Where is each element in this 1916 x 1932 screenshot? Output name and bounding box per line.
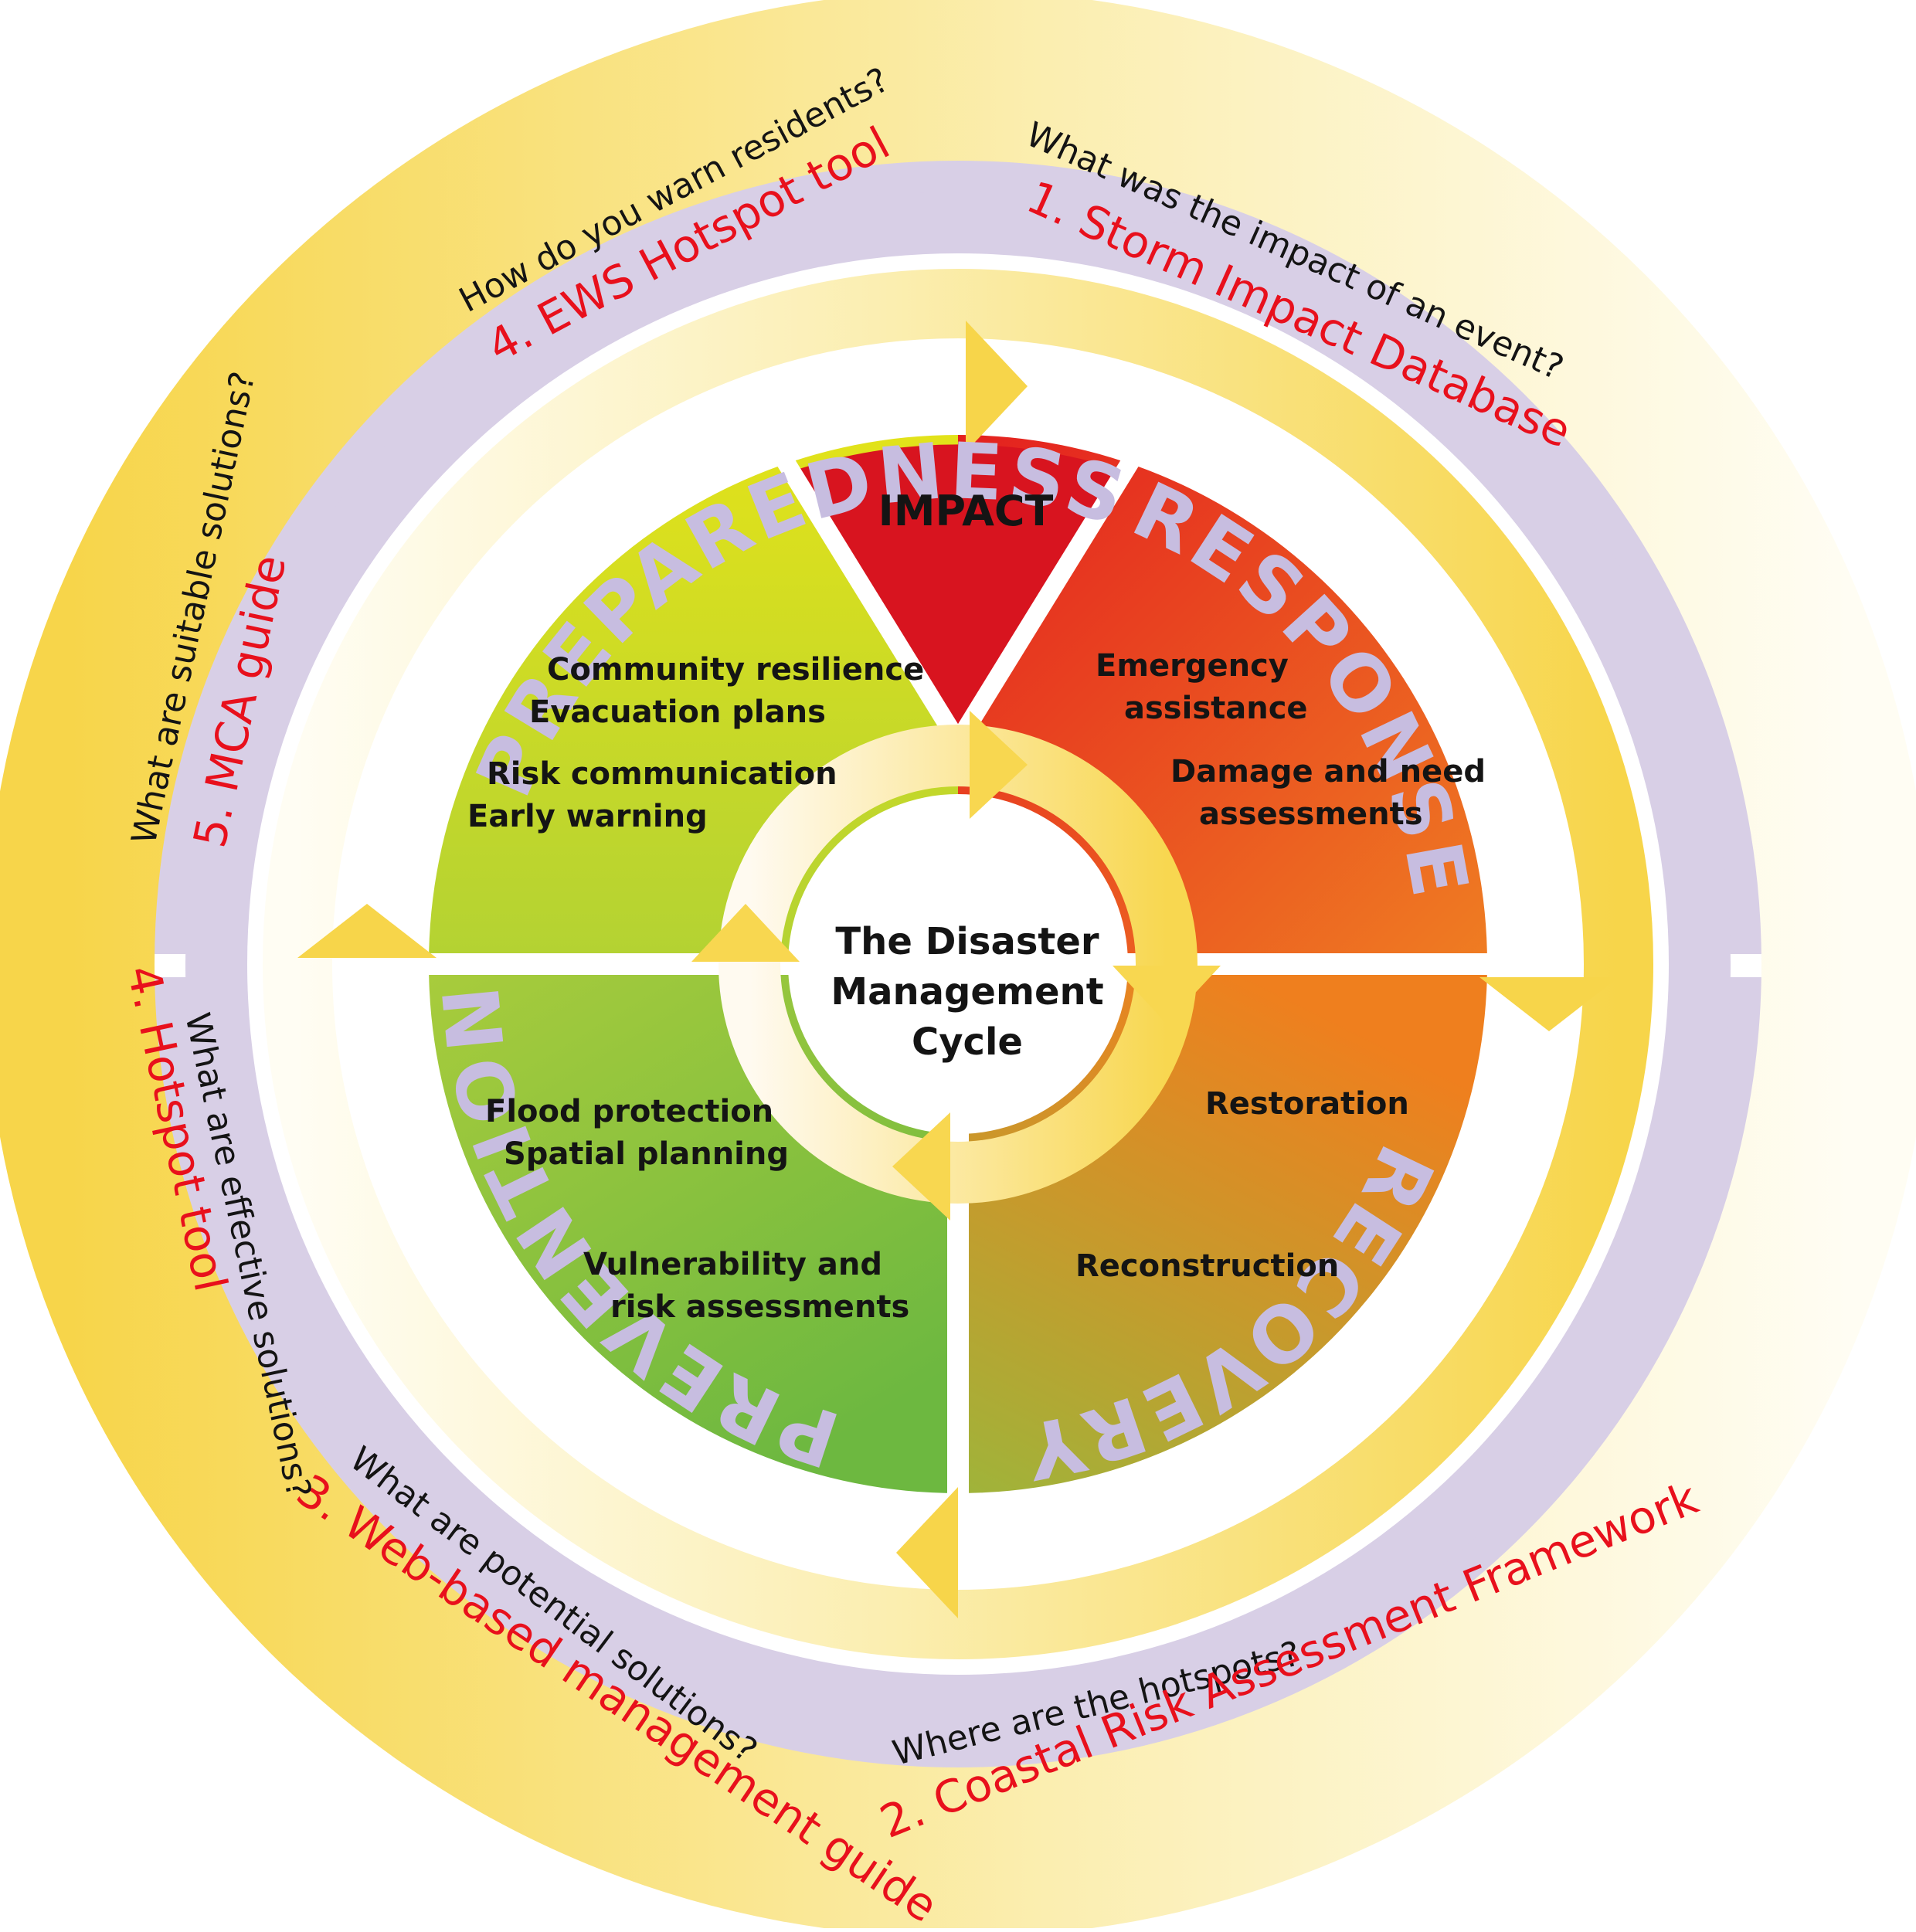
activity-damage-need: Damage and need <box>1170 754 1486 789</box>
activity-assistance: assistance <box>1124 691 1308 726</box>
impact-label: IMPACT <box>878 487 1054 535</box>
impact-wedge <box>792 444 1124 742</box>
activities-preparedness: Community resilience Evacuation plans Ri… <box>467 652 924 834</box>
outer-arrowhead-top <box>966 321 1028 452</box>
activities-prevention: Flood protection Spatial planning Vulner… <box>485 1094 909 1325</box>
inner-arrowhead-bottom <box>892 1112 950 1221</box>
activity-emergency: Emergency <box>1096 648 1289 684</box>
inner-arrowheads <box>691 711 1221 1221</box>
activity-vulnerability: Vulnerability and <box>583 1247 882 1282</box>
activity-spatial-planning: Spatial planning <box>504 1136 789 1172</box>
outer-arrowheads <box>297 321 1619 1618</box>
outer-arrowhead-bottom <box>896 1487 958 1618</box>
inner-arrowhead-top <box>970 711 1028 819</box>
phase-arrow-ring <box>263 269 1653 1659</box>
activity-reconstruction: Reconstruction <box>1075 1248 1339 1284</box>
activity-risk-assessments: risk assessments <box>610 1289 909 1325</box>
activities-recovery: Restoration Reconstruction <box>1075 1086 1409 1284</box>
activity-flood-protection: Flood protection <box>485 1094 773 1129</box>
activity-evacuation-plans: Evacuation plans <box>529 694 826 730</box>
center-title-line-3: Cycle <box>912 1020 1023 1064</box>
activity-assessments: assessments <box>1199 796 1423 832</box>
center-title: The Disaster Management Cycle <box>831 920 1103 1064</box>
center-title-line-1: The Disaster <box>835 920 1099 963</box>
inner-arrow-ring <box>718 725 1198 1204</box>
center-title-line-2: Management <box>831 970 1103 1014</box>
activity-early-warning: Early warning <box>467 799 708 834</box>
inner-arrowhead-right <box>1113 966 1221 1024</box>
center-disc <box>788 794 1128 1134</box>
activity-risk-communication: Risk communication <box>487 756 837 792</box>
outer-arrowhead-right <box>1479 977 1619 1031</box>
separator-impact-right <box>950 454 1140 747</box>
activity-community-resilience: Community resilience <box>547 652 924 688</box>
inner-arrowhead-left <box>691 904 800 962</box>
outer-arrowhead-left <box>297 904 437 958</box>
activity-restoration: Restoration <box>1205 1086 1409 1122</box>
separator-impact-left <box>776 454 966 747</box>
activities-response: Emergency assistance Damage and need ass… <box>1096 648 1486 832</box>
